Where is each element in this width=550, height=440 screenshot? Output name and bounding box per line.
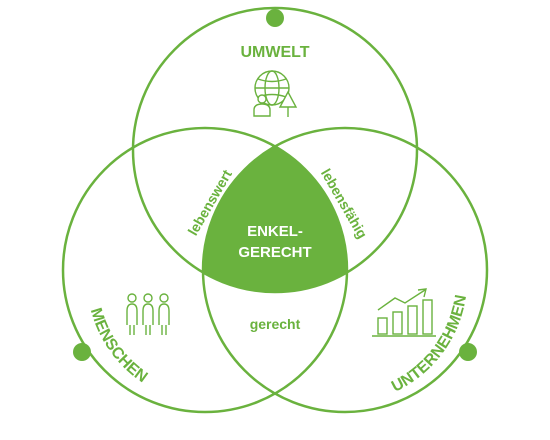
label-umwelt: UMWELT [240, 44, 309, 61]
people-group-icon [126, 293, 170, 335]
label-gerecht: gerecht [250, 316, 301, 332]
label-unternehmen: UNTERNEHMEN [389, 294, 470, 396]
globe-people-tree-icon [253, 70, 298, 117]
circle-top [131, 6, 419, 294]
dot-left [73, 343, 91, 361]
center-label-line1: ENKEL- [247, 223, 303, 240]
label-menschen: MENSCHEN [87, 306, 151, 386]
center-label-line2: GERECHT [238, 244, 311, 261]
dot-top [266, 9, 284, 27]
dot-right [459, 343, 477, 361]
center-region [203, 128, 347, 292]
growth-chart-icon [372, 288, 436, 337]
circle-right [201, 126, 489, 414]
circle-left [61, 126, 349, 414]
